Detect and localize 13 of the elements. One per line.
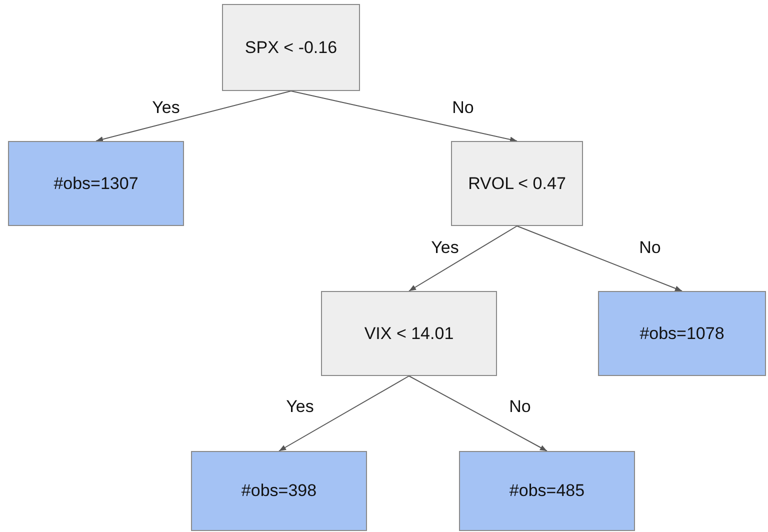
arrow — [516, 226, 682, 292]
leaf-box: #obs=1307 — [8, 141, 184, 226]
arrow — [278, 376, 410, 452]
arrow — [290, 90, 518, 142]
leaf-box: #obs=398 — [191, 451, 367, 531]
leaf-box: #obs=1078 — [598, 291, 766, 376]
arrow — [408, 376, 548, 452]
leaf-box: #obs=485 — [459, 451, 635, 531]
decision-box: VIX < 14.01 — [321, 291, 497, 376]
decision-box: RVOL < 0.47 — [451, 141, 583, 226]
arrow — [96, 90, 292, 142]
decision-box: SPX < -0.16 — [222, 4, 360, 91]
arrow — [408, 226, 518, 292]
